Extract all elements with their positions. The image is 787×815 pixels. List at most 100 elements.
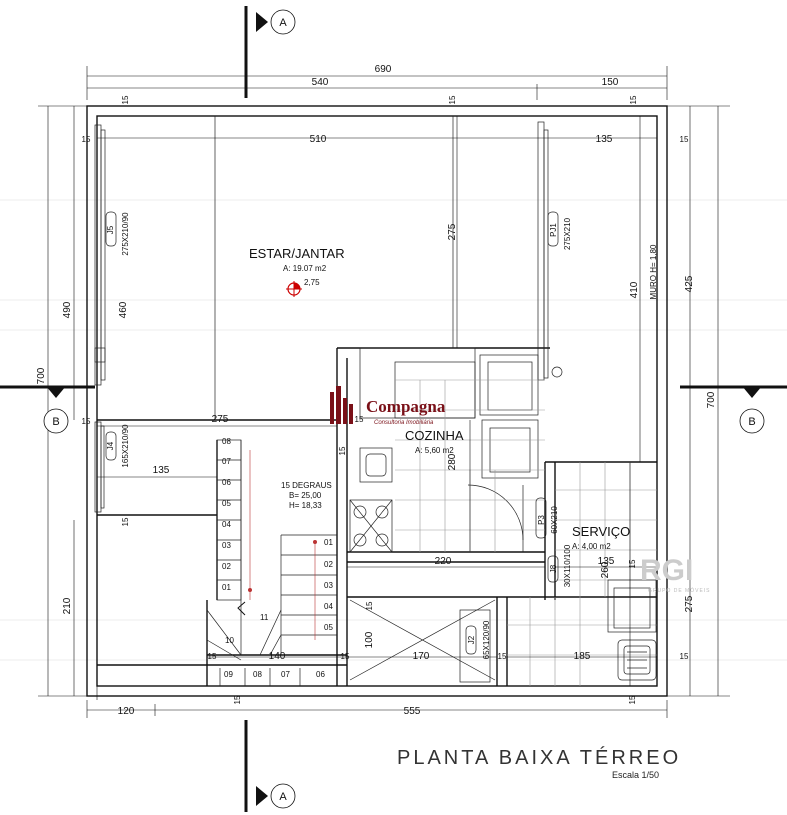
dim-15-k: 15 [680,652,689,661]
level-marker-icon [286,281,302,297]
stair-steps-left: 08 07 06 05 04 03 02 01 [222,437,231,592]
section-markers [0,6,787,812]
stair-step: 05 [222,499,231,508]
section-a-bottom-marker [270,783,296,809]
staircase [206,439,337,686]
dim-275-vert: 275 [447,223,458,240]
stair-steps-bottom: 10 11 09 08 07 06 [224,613,325,679]
dim-275-right: 275 [684,595,695,612]
kitchen-fixtures [349,347,563,553]
dim-15-q: 15 [628,559,637,568]
opening-j5-label: J5 [106,225,115,234]
stair-step: 06 [316,670,325,679]
dim-15-a: 15 [82,135,91,144]
outer-walls [86,105,668,697]
dim-490: 490 [62,301,73,318]
dim-140: 140 [269,651,286,662]
stair-step: 03 [324,581,333,590]
rgi-watermark: RGI GRUPO DE MÓVEIS [640,554,711,594]
dim-275-horiz: 275 [212,414,229,425]
room-cozinha-area: A: 5,60 m2 [415,446,454,455]
opening-j8-tag [547,555,559,583]
opening-j4-label: J4 [106,441,115,450]
dim-700-left: 700 [36,367,47,384]
stair-step: 06 [222,478,231,487]
dim-150: 150 [602,77,619,88]
dim-410: 410 [629,281,640,298]
dim-15-l: 15 [365,601,374,610]
stairs-h: H= 18,33 [289,501,322,510]
compagna-logo [330,386,353,424]
watermark-sub: GRUPO DE MÓVEIS [648,587,711,594]
dim-15-o: 15 [628,695,637,704]
watermark-name: RGI [640,554,693,587]
opening-j4-tag [105,431,117,461]
dim-15-g: 15 [355,415,364,424]
section-b-right-label: B [748,416,755,428]
room-servico-area: A: 4,00 m2 [572,542,611,551]
dim-15-b: 15 [680,135,689,144]
opening-pj1-size: 275X210 [563,217,572,250]
opening-j8-label: J8 [549,564,558,573]
opening-j4-size: 165X210/90 [121,424,130,468]
dim-700-right: 700 [706,391,717,408]
dim-15-i: 15 [341,652,350,661]
stair-step: 11 [260,613,269,622]
dimension-lines [38,66,730,718]
stair-step: 05 [324,623,333,632]
dim-135-top: 135 [596,134,613,145]
plan-title: PLANTA BAIXA TÉRREO [397,746,681,769]
dim-100: 100 [364,631,375,648]
opening-p3-tag [535,497,547,539]
section-a-top-marker [270,9,296,35]
dim-220: 220 [435,556,452,567]
opening-j8-size: 30X110/100 [563,544,572,587]
stair-step: 07 [222,457,231,466]
stair-step: 02 [222,562,231,571]
dim-690: 690 [375,64,392,75]
dim-15-c: 15 [121,95,130,104]
dim-540: 540 [312,77,329,88]
opening-p3-label: P3 [537,515,546,525]
dim-135-mid: 135 [153,465,170,476]
dim-460: 460 [118,301,129,318]
logo-sub: Consultoria Imobiliária [374,420,434,426]
stair-step: 03 [222,541,231,550]
dim-260: 260 [600,561,611,578]
dim-210: 210 [62,597,73,614]
room-servico-name: SERVIÇO [572,524,630,539]
stair-step: 01 [222,583,231,592]
dim-15-d2: 15 [629,95,638,104]
stairs-label: 15 DEGRAUS [281,481,332,490]
stair-step: 04 [324,602,333,611]
opening-pj1-tag [547,211,559,247]
stair-step: 01 [324,538,333,547]
room-cozinha-name: COZINHA [405,428,464,443]
dim-15-p: 15 [338,446,347,455]
stair-step: 09 [224,670,233,679]
dim-425: 425 [684,275,695,292]
opening-j5-size: 275X210/90 [121,212,130,256]
section-b-left-label: B [52,416,59,428]
stair-step: 08 [222,437,231,446]
opening-j5-tag [105,211,117,247]
dim-120: 120 [118,706,135,717]
stair-step: 07 [281,670,290,679]
plan-scale: Escala 1/50 [612,770,659,780]
opening-j2-label: J2 [467,635,476,644]
windows [94,116,549,513]
section-b-right-marker [739,408,765,434]
stair-step: 04 [222,520,231,529]
room-estar-level: 2,75 [304,278,320,287]
dim-135-right: 135 [598,556,615,567]
dim-15-n: 15 [233,695,242,704]
dim-15-j: 15 [498,652,507,661]
dim-555: 555 [404,706,421,717]
muro-label: MURO H= 1,80 [649,244,658,299]
dim-15-e: 15 [82,417,91,426]
dim-15-d: 15 [448,95,457,104]
dim-280: 280 [447,453,458,470]
dim-185: 185 [574,651,591,662]
stair-step: 10 [225,636,234,645]
